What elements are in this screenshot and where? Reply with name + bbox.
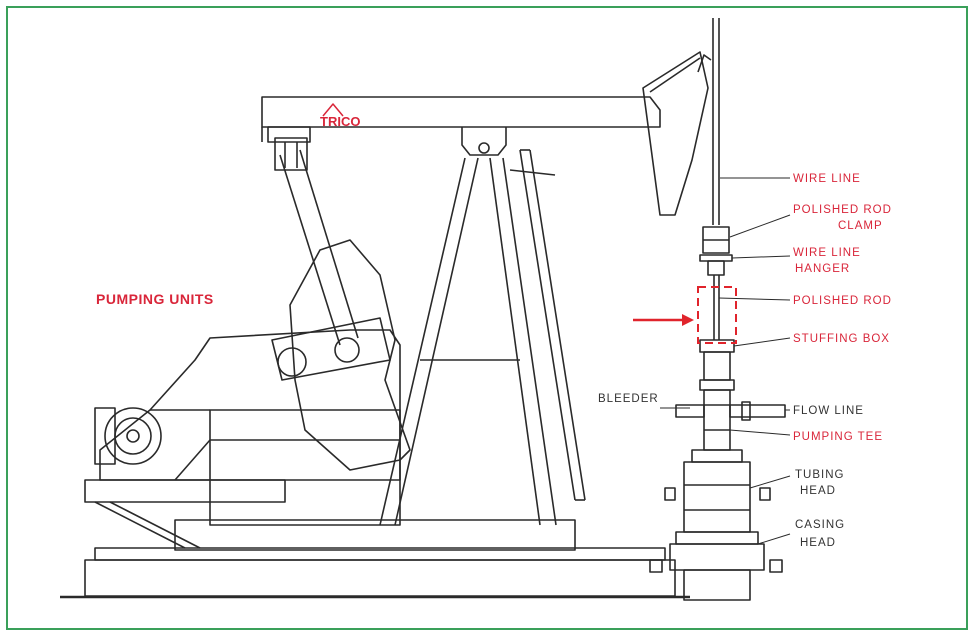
walking-beam	[261, 96, 661, 143]
polished-rod	[713, 275, 720, 340]
trico-logo	[322, 103, 344, 117]
motor-sheave	[94, 407, 162, 465]
label-flow-line: FLOW LINE	[793, 405, 864, 417]
crank-counterweight	[271, 239, 411, 471]
leader-lines	[660, 177, 791, 545]
label-pumping-tee: PUMPING TEE	[793, 431, 883, 443]
label-wire-line-hanger-1: WIRE LINE	[793, 247, 861, 259]
label-polished-rod-clamp-1: POLISHED ROD	[793, 204, 892, 216]
wire-line-hanger	[699, 254, 733, 276]
polished-rod-clamp	[702, 226, 730, 254]
label-wire-line: WIRE LINE	[793, 173, 861, 185]
casing-head	[649, 531, 783, 601]
diagram-title: PUMPING UNITS	[96, 291, 214, 307]
samson-post	[379, 157, 557, 526]
label-polished-rod-clamp-2: CLAMP	[838, 220, 883, 232]
pitman-arm	[274, 137, 359, 346]
wire-line	[697, 18, 720, 225]
label-tubing-head-2: HEAD	[800, 485, 836, 497]
polished-rod-highlight-box	[697, 286, 737, 344]
tubing-head	[664, 449, 771, 533]
label-casing-head-2: HEAD	[800, 537, 836, 549]
base-skid	[84, 479, 676, 597]
label-tubing-head-1: TUBING	[795, 469, 844, 481]
brand-label: TRICO	[320, 114, 360, 129]
label-casing-head-1: CASING	[795, 519, 845, 531]
label-polished-rod: POLISHED ROD	[793, 295, 892, 307]
label-bleeder: BLEEDER	[598, 393, 659, 405]
diagram-frame	[6, 6, 968, 630]
label-stuffing-box: STUFFING BOX	[793, 333, 890, 345]
arrow-right-icon	[633, 314, 694, 326]
saddle-bearing	[461, 127, 507, 156]
ladder	[509, 149, 586, 501]
stuffing-box	[699, 339, 735, 391]
label-wire-line-hanger-2: HANGER	[795, 263, 850, 275]
horse-head	[642, 51, 709, 216]
pumping-tee	[675, 389, 786, 451]
gear-reducer	[99, 329, 401, 526]
